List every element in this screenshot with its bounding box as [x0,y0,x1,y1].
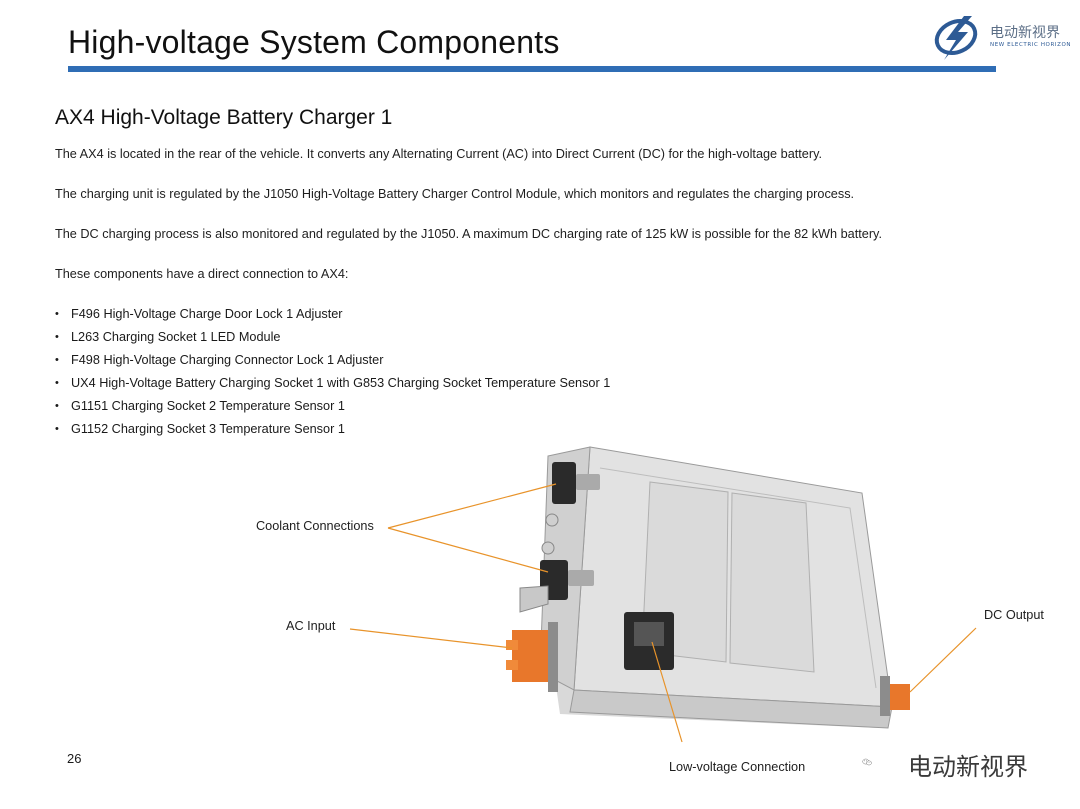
paragraph-connections-intro: These components have a direct connectio… [55,267,349,281]
section-title: AX4 High-Voltage Battery Charger 1 [55,106,393,129]
list-item: UX4 High-Voltage Battery Charging Socket… [55,375,610,398]
list-item: G1152 Charging Socket 3 Temperature Sens… [55,421,610,444]
callout-low-voltage-connection: Low-voltage Connection [669,760,806,774]
logo-text-en: NEW ELECTRIC HORIZON [990,42,1072,48]
paragraph-location: The AX4 is located in the rear of the ve… [55,147,823,161]
list-item: F496 High-Voltage Charge Door Lock 1 Adj… [55,306,610,329]
list-item: F498 High-Voltage Charging Connector Loc… [55,352,610,375]
logo-text-cn: 电动新视界 [990,25,1060,41]
brand-logo-icon [934,16,978,60]
paragraph-regulation: The charging unit is regulated by the J1… [55,187,855,201]
wechat-icon [862,758,872,766]
paragraph-dc-charging: The DC charging process is also monitore… [55,227,882,241]
page-number: 26 [67,751,82,766]
callout-coolant-connections: Coolant Connections [256,519,374,533]
charger-illustration [349,446,977,743]
callout-dc-output: DC Output [984,608,1044,622]
list-item: G1151 Charging Socket 2 Temperature Sens… [55,398,610,421]
list-item: L263 Charging Socket 1 LED Module [55,329,610,352]
callout-ac-input: AC Input [286,619,336,633]
slide-title: High-voltage System Components [68,24,560,60]
watermark-text: 电动新视界 [908,753,1028,781]
component-list: F496 High-Voltage Charge Door Lock 1 Adj… [55,306,610,444]
title-rule [68,66,996,72]
